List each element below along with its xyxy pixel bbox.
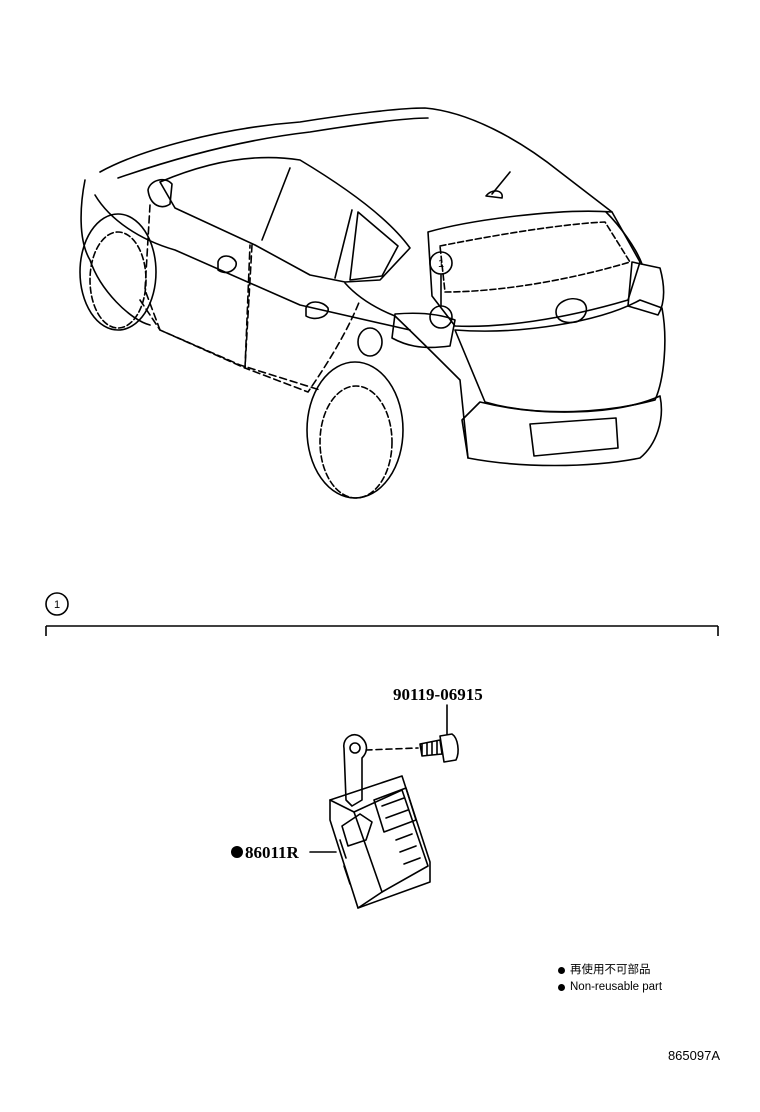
rear-wheel-tire (319, 385, 393, 499)
spoiler (605, 211, 643, 265)
module-detail-lines (339, 833, 421, 885)
module-bracket-icon (343, 733, 368, 807)
callout-number-car: 1 (438, 258, 444, 270)
non-reusable-marker-icon (231, 846, 243, 858)
front-body-panel (80, 179, 151, 326)
module-clip (341, 813, 373, 847)
bolt-alignment-dashes (365, 747, 419, 751)
module-body-icon (329, 775, 431, 909)
rear-bumper (461, 395, 663, 467)
module-part-number: 86011R (245, 843, 300, 862)
tail-light-left (391, 312, 456, 349)
bolt-part-number: 90119-06915 (393, 685, 483, 704)
front-wheel-arch (79, 213, 157, 331)
side-mirror (147, 178, 173, 208)
rear-door-outline (244, 244, 361, 393)
legend-text-jp: 再使用不可部品 (570, 964, 651, 976)
part-detail (309, 704, 459, 909)
module-body-edge (353, 789, 429, 893)
module-body-front (329, 799, 383, 909)
bolt-icon (419, 733, 459, 763)
bracket-bolt-hole (349, 742, 361, 754)
callout-number-section: 1 (54, 599, 60, 611)
legend-text-en: Non-reusable part (570, 981, 663, 993)
legend-row-jp: 再使用不可部品 (558, 962, 662, 979)
legend-row-en: Non-reusable part (558, 979, 662, 996)
roof-antenna-base (485, 190, 503, 199)
rear-emblem (555, 297, 588, 324)
side-window-frame (159, 156, 411, 283)
callout-circle-section (45, 592, 69, 616)
license-plate-recess (529, 417, 619, 457)
front-door-handle (217, 255, 237, 274)
b-pillar (261, 167, 291, 241)
quarter-panel (344, 282, 469, 459)
body-belt-line (94, 194, 411, 331)
car-illustration (79, 107, 666, 499)
diagram-id: 865097A (667, 1048, 720, 1063)
legend: 再使用不可部品 Non-reusable part (558, 962, 662, 996)
car-roof-inner (117, 117, 429, 179)
module-connector (373, 787, 417, 833)
legend-bullet-icon (558, 984, 565, 991)
body-rocker-line (139, 299, 321, 391)
tail-light-right (627, 261, 665, 316)
rear-quarter-glass (349, 211, 399, 281)
callout-circle-car (429, 251, 453, 275)
legend-bullet-icon (558, 967, 565, 974)
part-location-marker (429, 305, 453, 329)
c-pillar (334, 209, 353, 279)
rear-window (439, 221, 631, 293)
fuel-door (357, 327, 383, 357)
rear-door-handle (305, 301, 329, 320)
car-roof-outline (99, 107, 613, 213)
front-door-outline (144, 204, 251, 369)
section-divider (45, 592, 719, 636)
front-wheel-tire (89, 231, 147, 329)
